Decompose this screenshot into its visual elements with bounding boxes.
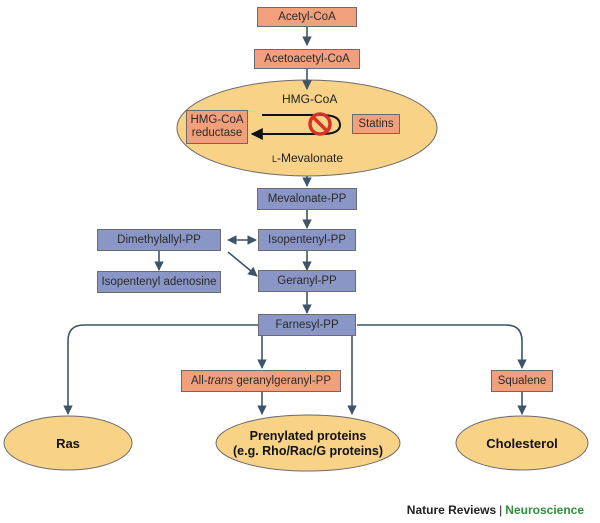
l-mevalonate-suffix: -Mevalonate [277, 151, 344, 165]
statins-box: Statins [352, 114, 400, 134]
farnesyl-pp-label: Farnesyl-PP [275, 319, 339, 331]
prenylated-label-wrap: Prenylated proteins (e.g. Rho/Rac/G prot… [216, 416, 400, 472]
acetoacetyl-coa-box: Acetoacetyl-CoA [254, 49, 360, 69]
farnesyl-pp-box: Farnesyl-PP [258, 314, 356, 336]
squalene-label: Squalene [497, 375, 547, 387]
journal-section: Neuroscience [505, 503, 584, 517]
mevalonate-pp-box: Mevalonate-PP [257, 188, 357, 210]
geranyl-pp-box: Geranyl-PP [258, 270, 356, 292]
prenylated-proteins-oval [215, 414, 401, 472]
journal-separator: | [499, 503, 503, 517]
ras-label-wrap: Ras [4, 416, 132, 470]
geranyl-pp-label: Geranyl-PP [277, 275, 337, 287]
squalene-box: Squalene [491, 370, 553, 392]
arrow-farnesyl-to-ras [63, 324, 258, 415]
acetyl-coa-label: Acetyl-CoA [278, 11, 336, 23]
all-trans-suffix: geranylgeranyl-PP [233, 375, 331, 387]
prenylated-label-2: (e.g. Rho/Rac/G proteins) [232, 444, 383, 458]
dimethylallyl-pp-box: Dimethylallyl-PP [97, 229, 221, 251]
dimethylallyl-pp-label: Dimethylallyl-PP [117, 234, 201, 246]
statins-label: Statins [358, 118, 394, 130]
l-mevalonate-label: L-Mevalonate [272, 151, 343, 165]
cholesterol-label-wrap: Cholesterol [456, 416, 588, 470]
hmg-coa-label: HMG-CoA [282, 92, 338, 106]
hmg-coa-reductase-label-1: HMG-CoA [190, 114, 244, 126]
acetyl-coa-box: Acetyl-CoA [257, 7, 357, 27]
isopentenyl-adenosine-box: Isopentenyl adenosine [97, 271, 221, 293]
all-trans-geranylgeranyl-pp-box: All-trans geranylgeranyl-PP [181, 370, 341, 392]
acetoacetyl-coa-label: Acetoacetyl-CoA [264, 53, 350, 65]
journal-name: Nature Reviews [406, 503, 497, 517]
isopentenyl-pp-box: Isopentenyl-PP [258, 229, 356, 251]
prenylated-label-1: Prenylated proteins [249, 429, 367, 443]
mevalonate-pp-label: Mevalonate-PP [267, 193, 347, 205]
journal-credit: Nature Reviews|Neuroscience [407, 503, 584, 517]
isopentenyl-adenosine-label: Isopentenyl adenosine [101, 276, 217, 288]
arrow-dimethylallyl-to-geranyl [227, 251, 258, 277]
hmg-coa-reductase-label-2: reductase [191, 127, 243, 139]
hmg-coa-reductase-box: HMG-CoA reductase [186, 110, 248, 144]
ras-label: Ras [56, 435, 80, 451]
inhibition-icon [308, 112, 332, 136]
all-trans-prefix: All- [190, 375, 208, 387]
isopentenyl-pp-label: Isopentenyl-PP [268, 234, 346, 246]
cholesterol-oval [455, 415, 589, 471]
arrow-farnesyl-to-squalene [357, 324, 527, 369]
l-mevalonate-prefix: L [272, 154, 278, 164]
cholesterol-label: Cholesterol [486, 435, 558, 451]
ras-oval [3, 415, 133, 471]
all-trans-italic: trans [207, 375, 234, 387]
